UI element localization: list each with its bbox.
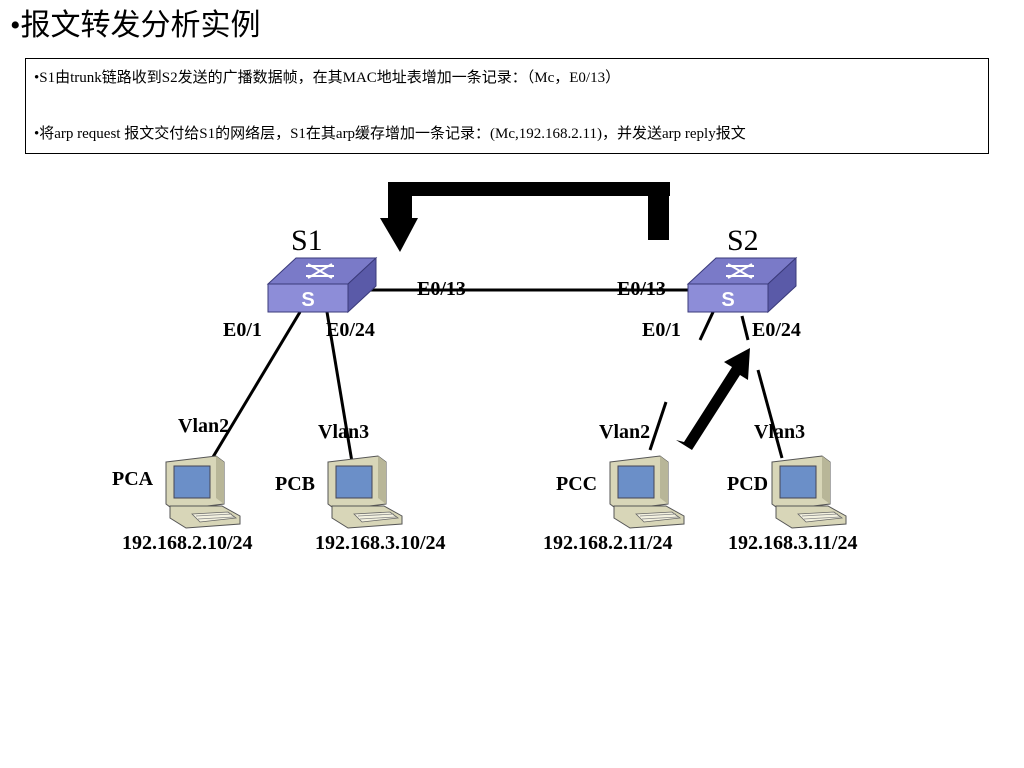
pcc-name: PCC	[556, 473, 597, 495]
switch-badge: S	[301, 289, 314, 311]
pcb-name: PCB	[275, 473, 315, 495]
notes-box: •S1由trunk链路收到S2发送的广播数据帧，在其MAC地址表增加一条记录：（…	[25, 58, 989, 154]
pcd-vlan-label: Vlan3	[754, 421, 805, 443]
link-s2-pcd-top	[740, 315, 750, 341]
pcc-computer-icon	[609, 455, 685, 529]
pcc-ip: 192.168.2.11/24	[543, 532, 672, 554]
pca-vlan-label: Vlan2	[178, 415, 229, 437]
link-s2-pcc-bottom	[648, 401, 668, 451]
s2-trunk-port-label: E0/13	[617, 278, 666, 300]
s1-port-e024-label: E0/24	[326, 319, 375, 341]
pca-ip: 192.168.2.10/24	[122, 532, 253, 554]
link-s1-pca	[208, 311, 302, 463]
pca-computer-icon	[165, 455, 241, 529]
page-title: •报文转发分析实例	[10, 9, 261, 42]
note-arp-cache: •将arp request 报文交付给S1的网络层，S1在其arp缓存增加一条记…	[34, 126, 746, 142]
pcb-vlan-label: Vlan3	[318, 421, 369, 443]
link-s1-pcb	[325, 311, 354, 463]
switch-s1-name: S1	[291, 224, 323, 257]
switch-s2: S	[686, 256, 798, 314]
switch-badge: S	[721, 289, 734, 311]
switch-s2-name: S2	[727, 224, 759, 257]
switch-s1: S	[266, 256, 378, 314]
upward-arrow-pcc-s2	[676, 348, 750, 450]
forward-arrow-s2-s1	[380, 182, 670, 252]
link-s2-pcd-bottom	[756, 369, 784, 459]
pcc-vlan-label: Vlan2	[599, 421, 650, 443]
pcd-ip: 192.168.3.11/24	[728, 532, 857, 554]
switch-arrows-icon	[726, 263, 754, 279]
pcd-computer-icon	[771, 455, 847, 529]
switch-arrows-icon	[306, 263, 334, 279]
s2-port-e024-label: E0/24	[752, 319, 801, 341]
pca-name: PCA	[112, 468, 154, 490]
pcd-name: PCD	[727, 473, 768, 495]
link-s2-pcc-top	[698, 309, 716, 341]
note-mac-table: •S1由trunk链路收到S2发送的广播数据帧，在其MAC地址表增加一条记录：（…	[34, 70, 621, 86]
s1-port-e01-label: E0/1	[223, 319, 262, 341]
s1-trunk-port-label: E0/13	[417, 278, 466, 300]
pcb-ip: 192.168.3.10/24	[315, 532, 446, 554]
s2-port-e01-label: E0/1	[642, 319, 681, 341]
pcb-computer-icon	[327, 455, 403, 529]
